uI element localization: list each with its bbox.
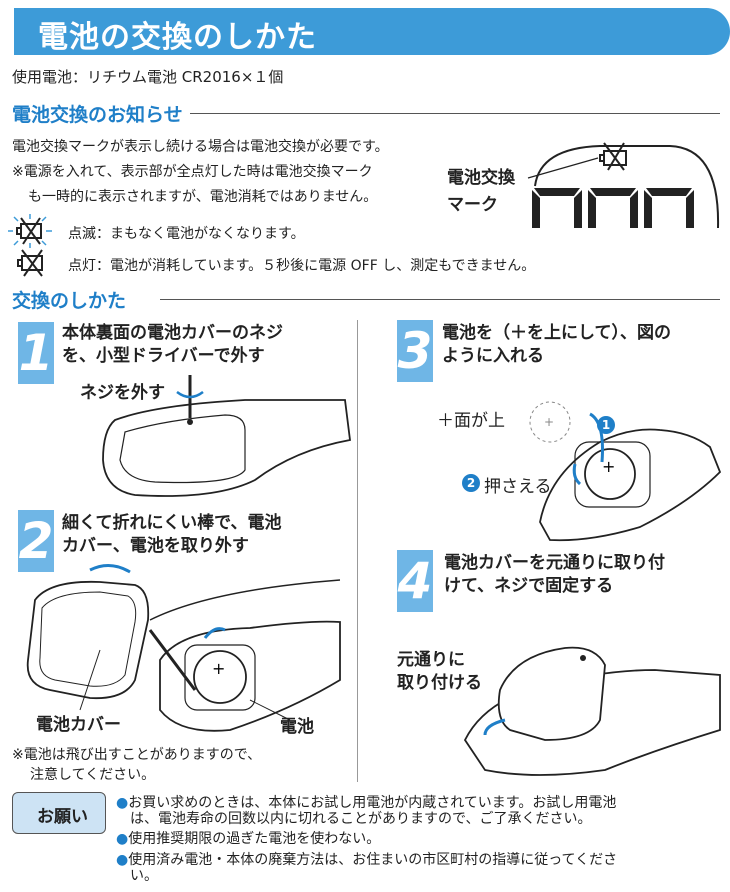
svg-text:+: + [212, 659, 225, 678]
request-item: ●お買い求めのときは、本体にお試し用電池が内蔵されています。お試し用電池 は、電… [116, 795, 617, 827]
step-1-illustration [102, 375, 351, 497]
notice-text: も一時的に表示されますが、電池消耗ではありません。 [28, 189, 378, 205]
svg-text:+: + [602, 457, 615, 476]
lcd-digits [532, 188, 694, 228]
step-4-line2: けて、ネジで固定する [444, 576, 614, 596]
step-1-line1: 本体裏面の電池カバーのネジ [62, 323, 283, 343]
step-number-2: 2 [18, 510, 54, 572]
notice-heading: 電池交換のお知らせ [12, 104, 183, 126]
marker-2: 2 [462, 474, 480, 492]
step-4-line1: 電池カバーを元通りに取り付 [444, 553, 665, 573]
request-item: ●使用済み電池・本体の廃棄方法は、お住まいの市区町村の指導に従ってくださ い。 [116, 852, 618, 884]
divider [190, 113, 720, 114]
press-label: 押さえる [484, 477, 552, 497]
column-divider [357, 320, 358, 782]
plus-side-up-label: ＋面が上 [437, 411, 505, 431]
step-3-line2: ように入れる [442, 346, 544, 366]
page-title: 電池の交換のしかた [38, 20, 317, 55]
howto-heading: 交換のしかた [12, 290, 127, 312]
battery-blink-icon [8, 214, 52, 248]
title-bar [14, 8, 730, 55]
step-3-line1: 電池を（＋を上にして）、図の [442, 323, 671, 343]
display-diagram [527, 142, 720, 229]
notice-text: 電池交換マークが表示し続ける場合は電池交換が必要です。 [12, 139, 389, 155]
marker-1: 1 [597, 416, 615, 434]
battery-type: 使用電池：リチウム電池 CR2016×１個 [12, 68, 284, 86]
caution-note: ※電池は飛び出すことがありますので、 [12, 747, 262, 763]
step-2-line1: 細くて折れにくい棒で、電池 [62, 513, 282, 533]
blink-description: 点滅：まもなく電池がなくなります。 [68, 226, 305, 242]
cover-label: 電池カバー [36, 715, 121, 735]
mark-label: マーク [447, 195, 498, 215]
step-number-1: 1 [18, 322, 54, 384]
reattach-label: 取り付ける [397, 673, 482, 693]
step-2-line2: カバー、電池を取り外す [62, 536, 249, 556]
step-3-illustration: + + [529, 401, 722, 542]
request-label: お願い [37, 807, 88, 827]
lit-description: 点灯：電池が消耗しています。５秒後に電源 OFF し、測定もできません。 [68, 258, 536, 274]
mark-label: 電池交換 [447, 168, 515, 188]
request-badge: お願い [12, 792, 106, 834]
battery-label: 電池 [280, 717, 314, 737]
step-1-line2: を、小型ドライバーで外す [62, 346, 265, 366]
notice-text: ※電源を入れて、表示部が全点灯した時は電池交換マーク [12, 164, 373, 180]
battery-mark-icon [599, 142, 627, 171]
step-number-4: 4 [397, 550, 433, 612]
caution-note: 注意してください。 [30, 767, 156, 783]
step-4-illustration [463, 646, 721, 776]
divider [160, 299, 720, 300]
battery-lit-icon [17, 249, 43, 277]
request-item: ●使用推奨期限の過ぎた電池を使わない。 [116, 831, 381, 847]
svg-text:+: + [544, 415, 554, 429]
step-2-illustration: + [26, 564, 341, 732]
screw-label: ネジを外す [80, 383, 165, 403]
reattach-label: 元通りに [397, 650, 465, 670]
step-number-3: 3 [397, 320, 433, 382]
